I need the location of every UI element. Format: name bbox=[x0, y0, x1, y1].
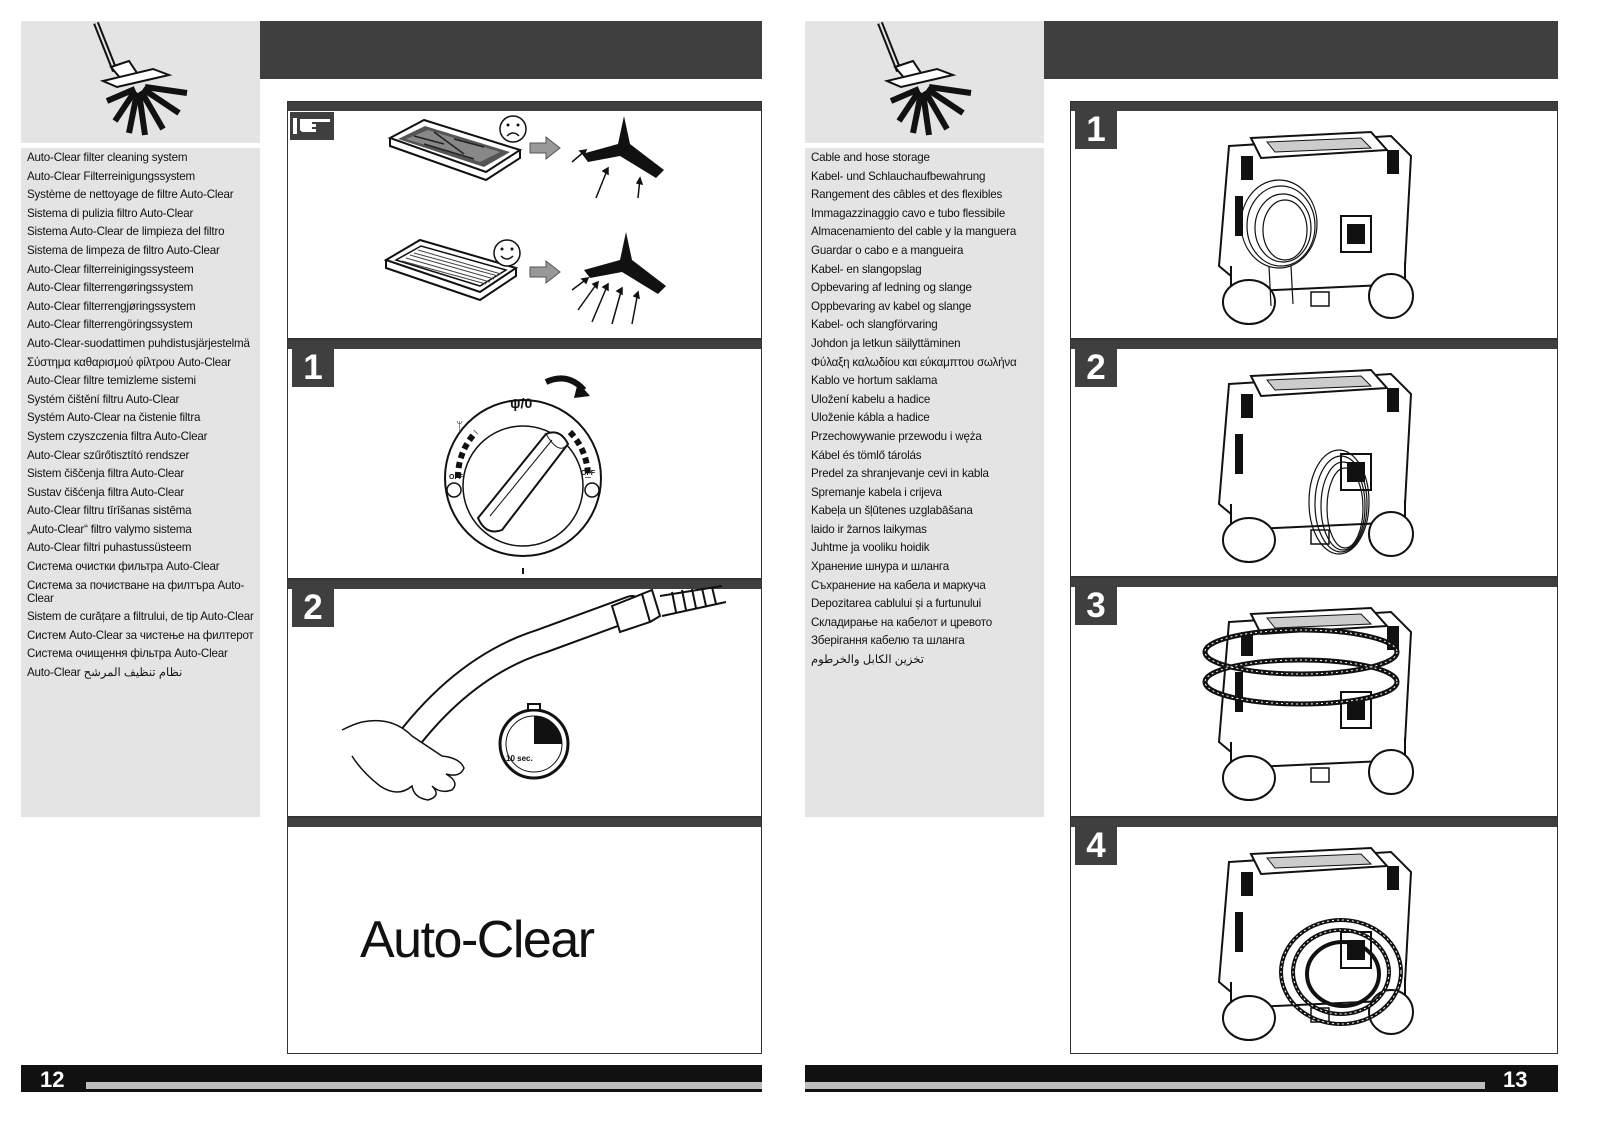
dirty-filter-illustration bbox=[387, 118, 523, 182]
section-title-item: laido ir žarnos laikymas bbox=[811, 522, 927, 536]
section-title-item: Auto-Clear filtre temizleme sistemi bbox=[27, 374, 196, 388]
section-title-item: Система за почистване на филтъра Auto-Cl… bbox=[27, 578, 245, 605]
section-title-item: Système de nettoyage de filtre Auto-Clea… bbox=[27, 188, 234, 202]
section-title-item: Oppbevaring av kabel og slange bbox=[811, 299, 972, 313]
cable-storage-step-1-panel: 1 bbox=[1070, 101, 1558, 339]
cable-storage-step-3-panel: 3 bbox=[1070, 577, 1558, 817]
auto-clear-dial-illustration: ᛘ bbox=[444, 375, 602, 574]
section-title-item: Rangement des câbles et des flexibles bbox=[811, 188, 1003, 202]
section-title-item: Kabel- en slangopslag bbox=[811, 262, 922, 276]
section-title-item: Auto-Clear filterrengöringssystem bbox=[27, 318, 193, 332]
section-title-item: Auto-Clear filtru tīrīšanas sistēma bbox=[27, 504, 192, 518]
section-title-item: Sistema de limpeza de filtro Auto-Clear bbox=[27, 243, 220, 257]
section-title-item: Auto-Clear filter cleaning system bbox=[27, 151, 188, 164]
cable-storage-step-4-panel: 4 bbox=[1070, 817, 1558, 1054]
happy-face-icon bbox=[493, 239, 521, 267]
section-title-item: Зберігання кабелю та шланга bbox=[811, 634, 965, 648]
section-title-item: Auto-Clear Filterreinigungssystem bbox=[27, 169, 196, 183]
section-title-item: Guardar o cabo e a mangueira bbox=[811, 243, 964, 257]
section-title-item: Systém čištění filtru Auto-Clear bbox=[27, 392, 180, 406]
section-title-item: Kablo ve hortum saklama bbox=[811, 374, 938, 388]
section-title-item: Складирање на кабелот и цревото bbox=[811, 615, 992, 629]
section-title-item: „Auto-Clear“ filtro valymo sistema bbox=[27, 522, 192, 536]
section-title-item: Cable and hose storage bbox=[811, 151, 930, 164]
step-number: 2 bbox=[1075, 348, 1117, 387]
section-title-item: Sistem de curățare a filtrului, de tip A… bbox=[27, 610, 254, 624]
section-title-item: Sistema Auto-Clear de limpieza del filtr… bbox=[27, 225, 225, 239]
section-title-item: Opbevaring af ledning og slange bbox=[811, 281, 972, 295]
section-title-item: Auto-Clear-suodattimen puhdistusjärjeste… bbox=[27, 336, 250, 350]
section-title-item: Systém Auto-Clear na čistenie filtra bbox=[27, 411, 201, 425]
section-title-item: Przechowywanie przewodu i węża bbox=[811, 429, 982, 443]
step-number: 1 bbox=[292, 348, 334, 387]
left-footer-line bbox=[86, 1082, 762, 1089]
section-title-item: Auto-Clear filterreinigingssysteem bbox=[27, 262, 194, 276]
dial-off-left-label: OFF bbox=[449, 474, 463, 481]
section-title-item: Σύστημα καθαρισμού φίλτρου Auto-Clear bbox=[27, 355, 231, 369]
timer-label: 10 sec. bbox=[506, 754, 533, 763]
section-title-item: Auto-Clear filtri puhastussüsteem bbox=[27, 541, 192, 555]
section-title-item: Sistem čiščenja filtra Auto-Clear bbox=[27, 467, 185, 481]
section-title-item: Almacenamiento del cable y la manguera bbox=[811, 225, 1017, 239]
strong-suction-nozzle-illustration bbox=[571, 232, 666, 325]
left-header-bar bbox=[260, 21, 762, 79]
step-number: 3 bbox=[1075, 586, 1117, 625]
section-title-item: Predel za shranjevanje cevi in kabla bbox=[811, 467, 989, 481]
page-number: 13 bbox=[1503, 1067, 1528, 1092]
section-title-item: Uloženie kábla a hadice bbox=[811, 411, 930, 425]
step-number: 2 bbox=[292, 588, 334, 627]
pointing-hand-icon bbox=[290, 112, 334, 140]
left-section-icon-box bbox=[21, 21, 260, 143]
section-title-item: Система очистки фильтра Auto-Clear bbox=[27, 560, 220, 574]
dial-off-right-label: OFF bbox=[581, 470, 595, 477]
section-title-item: Uložení kabelu a hadice bbox=[811, 392, 931, 406]
section-title-item: Auto-Clear szűrőtisztító rendszer bbox=[27, 448, 190, 462]
section-title-item: Хранение шнура и шланга bbox=[811, 560, 949, 574]
section-title-item: Sustav čišćenja filtra Auto-Clear bbox=[27, 485, 185, 499]
auto-clear-feature-name: Auto-Clear bbox=[360, 911, 595, 969]
section-title-item: Систем Auto-Clear за чистење на филтерот bbox=[27, 628, 254, 642]
cable-storage-step-2-panel: 2 bbox=[1070, 339, 1558, 577]
section-title-item: تخزين الكابل والخرطوم bbox=[811, 653, 924, 667]
section-title-item: Spremanje kabela i crijeva bbox=[811, 485, 942, 499]
section-title-item: Kábel és tömlő tárolás bbox=[811, 448, 922, 462]
section-title-item: Kabel- und Schlauchaufbewahrung bbox=[811, 169, 986, 183]
step-2-panel: 2 10 sec. bbox=[287, 579, 762, 817]
arrow-right-icon bbox=[529, 135, 561, 161]
weak-suction-nozzle-illustration bbox=[571, 116, 664, 199]
section-title-item: Съхранение на кабела и маркуча bbox=[811, 578, 986, 592]
step-number: 1 bbox=[1075, 110, 1117, 149]
section-title-item: Φύλαξη καλωδίου και εύκαμπτου σωλήνα bbox=[811, 355, 1017, 369]
section-title-item: Auto-Clear filterrengøringssystem bbox=[27, 281, 194, 295]
section-title-item: Immagazzinaggio cavo e tubo flessibile bbox=[811, 206, 1006, 220]
page-number: 12 bbox=[40, 1067, 65, 1092]
section-title-item: System czyszczenia filtra Auto-Clear bbox=[27, 429, 208, 443]
section-title-item: Kabel- och slangförvaring bbox=[811, 318, 938, 332]
section-title-item: Auto-Clear filterrengjøringssystem bbox=[27, 299, 196, 313]
step-number: 4 bbox=[1075, 826, 1117, 865]
section-title-item: Система очищення фільтра Auto-Clear bbox=[27, 647, 228, 661]
right-header-bar bbox=[1044, 21, 1558, 79]
hose-on-hand-illustration bbox=[341, 585, 727, 801]
vacuum-nozzle-icon bbox=[93, 21, 188, 136]
right-footer-line bbox=[805, 1082, 1485, 1089]
clean-filter-illustration bbox=[383, 238, 519, 302]
right-section-icon-box bbox=[805, 21, 1044, 143]
section-title-item: Kabeļa un šļūtenes uzglabāšana bbox=[811, 504, 973, 518]
step-1-panel: 1 ᛘ ψ/0 OFF OFF bbox=[287, 339, 762, 579]
svg-text:ᛘ: ᛘ bbox=[456, 419, 463, 433]
auto-clear-label-panel: Auto-Clear bbox=[287, 817, 762, 1054]
section-title-item: Johdon ja letkun säilyttäminen bbox=[811, 336, 961, 350]
section-title-item: Juhtme ja vooliku hoidik bbox=[811, 541, 930, 555]
filter-comparison-panel bbox=[287, 101, 762, 339]
sad-face-icon bbox=[499, 115, 527, 143]
section-title-item: Sistema di pulizia filtro Auto-Clear bbox=[27, 206, 194, 220]
vacuum-nozzle-icon bbox=[877, 21, 972, 136]
arrow-right-icon bbox=[529, 259, 561, 285]
section-title-item: Depozitarea cablului și a furtunului bbox=[811, 597, 982, 611]
dial-label-power-off: ψ/0 bbox=[510, 395, 533, 411]
section-title-item: نظام تنظيف المرشح Auto-Clear bbox=[27, 666, 183, 680]
